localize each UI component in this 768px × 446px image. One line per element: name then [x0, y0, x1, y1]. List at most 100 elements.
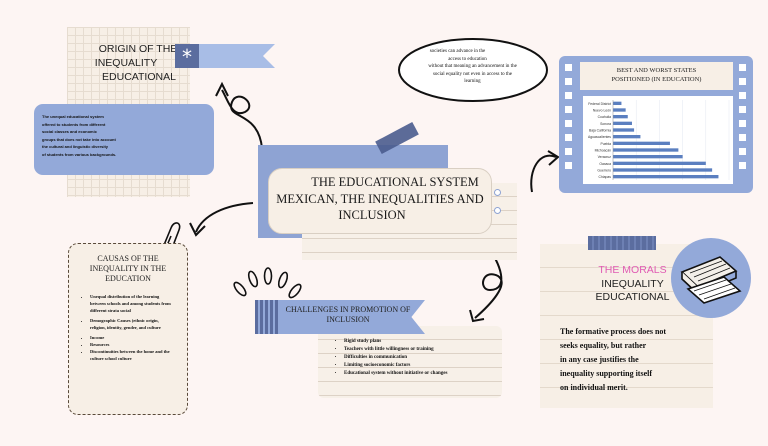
causes-item: Demographic Causes (ethnic origin, relig…: [90, 317, 174, 331]
morals-text-line: on individual merit.: [560, 383, 628, 392]
central-title-line: INCLUSION: [338, 208, 406, 222]
chart-category-label: Baja California: [589, 128, 611, 132]
chart-category-label: Chiapas: [599, 175, 612, 179]
notebook-hole: [494, 207, 501, 214]
morals-text-line: The formative process does not: [560, 327, 667, 336]
origin-title-line: INEQUALITY: [94, 57, 158, 69]
morals-title-highlight: THE MORALS: [598, 264, 667, 276]
origin-text-line: social classes and economic: [42, 129, 97, 134]
challenges-card: [318, 326, 502, 398]
challenges-item: Teachers with little willingness or trai…: [344, 346, 444, 354]
chart-bar: [613, 135, 641, 139]
origin-title: ORIGIN OF THE INEQUALITY EDUCATIONAL: [85, 42, 195, 84]
chart-category-label: Michoacán: [595, 148, 612, 152]
causes-title: CAUSAS OF THE INEQUALITY IN THE EDUCATIO…: [70, 254, 186, 284]
challenges-title-line: CHALLENGES IN PROMOTION OF: [285, 305, 411, 314]
arrow-to-origin: [221, 89, 263, 149]
arrowhead-challenges: [469, 309, 485, 323]
arrowhead-origin: [215, 81, 229, 97]
origin-text-panel: [34, 104, 214, 175]
notebook-holes: [494, 183, 514, 214]
chart-bar: [613, 115, 628, 119]
origin-text-line: of students from various backgrounds.: [42, 151, 117, 157]
chart-bar: [613, 121, 632, 125]
chart-bar: [613, 175, 719, 179]
causes-title-line: EDUCATION: [105, 274, 151, 283]
origin-title-line: EDUCATIONAL: [102, 71, 176, 83]
sparkle-doodle: [233, 267, 302, 299]
sprocket-hole: [565, 106, 572, 113]
morals-title-line: INEQUALITY: [601, 277, 664, 290]
causes-item: Discontinuities between the home and the…: [90, 348, 174, 362]
chart-bar: [613, 128, 635, 132]
sprocket-hole: [565, 64, 572, 71]
sprocket-hole: [739, 120, 746, 127]
sprocket-hole: [739, 162, 746, 169]
challenges-ribbon-stripes: [255, 300, 279, 334]
chart-category-label: Veracruz: [598, 155, 612, 159]
challenges-title-line: INCLUSION: [326, 315, 370, 324]
origin-text: The unequal educational system offered t…: [42, 113, 192, 158]
bubble-line: learning: [464, 79, 481, 84]
challenges-list: Rigid study plans Teachers with little w…: [330, 338, 514, 378]
chart-title-panel: [580, 62, 733, 90]
bubble-line: social equality not even in access to th…: [432, 71, 512, 77]
morals-tape: [588, 236, 656, 250]
chart-bar: [613, 141, 670, 145]
challenges-item: Rigid study plans: [344, 338, 514, 346]
chart-bar: [613, 161, 706, 165]
bubble-line: access to education: [448, 56, 487, 62]
sprocket-hole: [739, 134, 746, 141]
chart-bar: [613, 168, 713, 172]
sprocket-hole: [565, 134, 572, 141]
sprocket-hole: [739, 78, 746, 85]
morals-text-line: seeks equality, but rather: [560, 341, 647, 350]
sprocket-hole: [565, 162, 572, 169]
arrow-to-challenges: [474, 245, 503, 319]
bubble-line: without that meaning an advancement in t…: [428, 64, 517, 69]
causes-title-line: CAUSAS OF THE: [97, 254, 159, 263]
chart-bar: [613, 148, 679, 152]
sprocket-hole: [739, 106, 746, 113]
origin-title-line: ORIGIN OF THE: [98, 43, 178, 55]
challenges-title: CHALLENGES IN PROMOTION OF INCLUSION: [278, 305, 418, 325]
asterisk-icon: *: [175, 44, 199, 69]
sprocket-hole: [565, 120, 572, 127]
challenges-item: Limiting socioeconomic factors: [344, 362, 514, 370]
sprocket-hole: [565, 92, 572, 99]
sprocket-hole: [565, 148, 572, 155]
origin-text-line: the cultural and linguistic diversity: [42, 144, 109, 149]
morals-text-line: inequality supporting itself: [560, 369, 653, 378]
morals-text-line: in any case justifies the: [560, 355, 639, 364]
chart-category-label: Oaxaca: [599, 162, 611, 166]
speech-bubble: [398, 38, 548, 102]
causes-item: Unequal distribution of the learning bet…: [90, 293, 174, 314]
causes-item: Income: [90, 334, 174, 341]
central-title-line: THE EDUCATIONAL SYSTEM: [311, 175, 479, 189]
challenges-item: Educational system without initiative or…: [344, 370, 514, 378]
chart-title-line: POSITIONED (IN EDUCATION): [611, 76, 702, 83]
morals-title: THE MORALS INEQUALITY EDUCATIONAL: [585, 264, 680, 305]
causes-item: Resources: [90, 341, 174, 348]
sprocket-hole: [739, 148, 746, 155]
bubble-line: societies can advance in the: [429, 49, 486, 54]
chart-category-label: Coahuila: [598, 115, 611, 119]
origin-text-line: The unequal educational system: [42, 114, 104, 119]
chart-category-label: Guerrero: [597, 168, 611, 172]
bubble-text: societies can advance in the access to e…: [400, 48, 545, 86]
notebook-hole: [494, 189, 501, 196]
arrowhead-chart: [547, 150, 560, 166]
causes-card: [68, 243, 188, 415]
sprocket-hole: [739, 92, 746, 99]
books-icon: [671, 238, 751, 318]
chart-sprockets: [565, 64, 573, 188]
origin-text-line: groups that does not take into account: [42, 136, 116, 142]
arrow-to-chart: [530, 154, 557, 193]
arrowhead-causes: [189, 222, 206, 237]
chart-bar: [613, 155, 683, 159]
central-title-line: MEXICAN, THE INEQUALITIES AND: [276, 191, 484, 206]
sprocket-hole: [565, 78, 572, 85]
challenges-item: Difficulties in communication: [344, 354, 514, 362]
chart-title-line: BEST AND WORST STATES: [616, 67, 697, 74]
